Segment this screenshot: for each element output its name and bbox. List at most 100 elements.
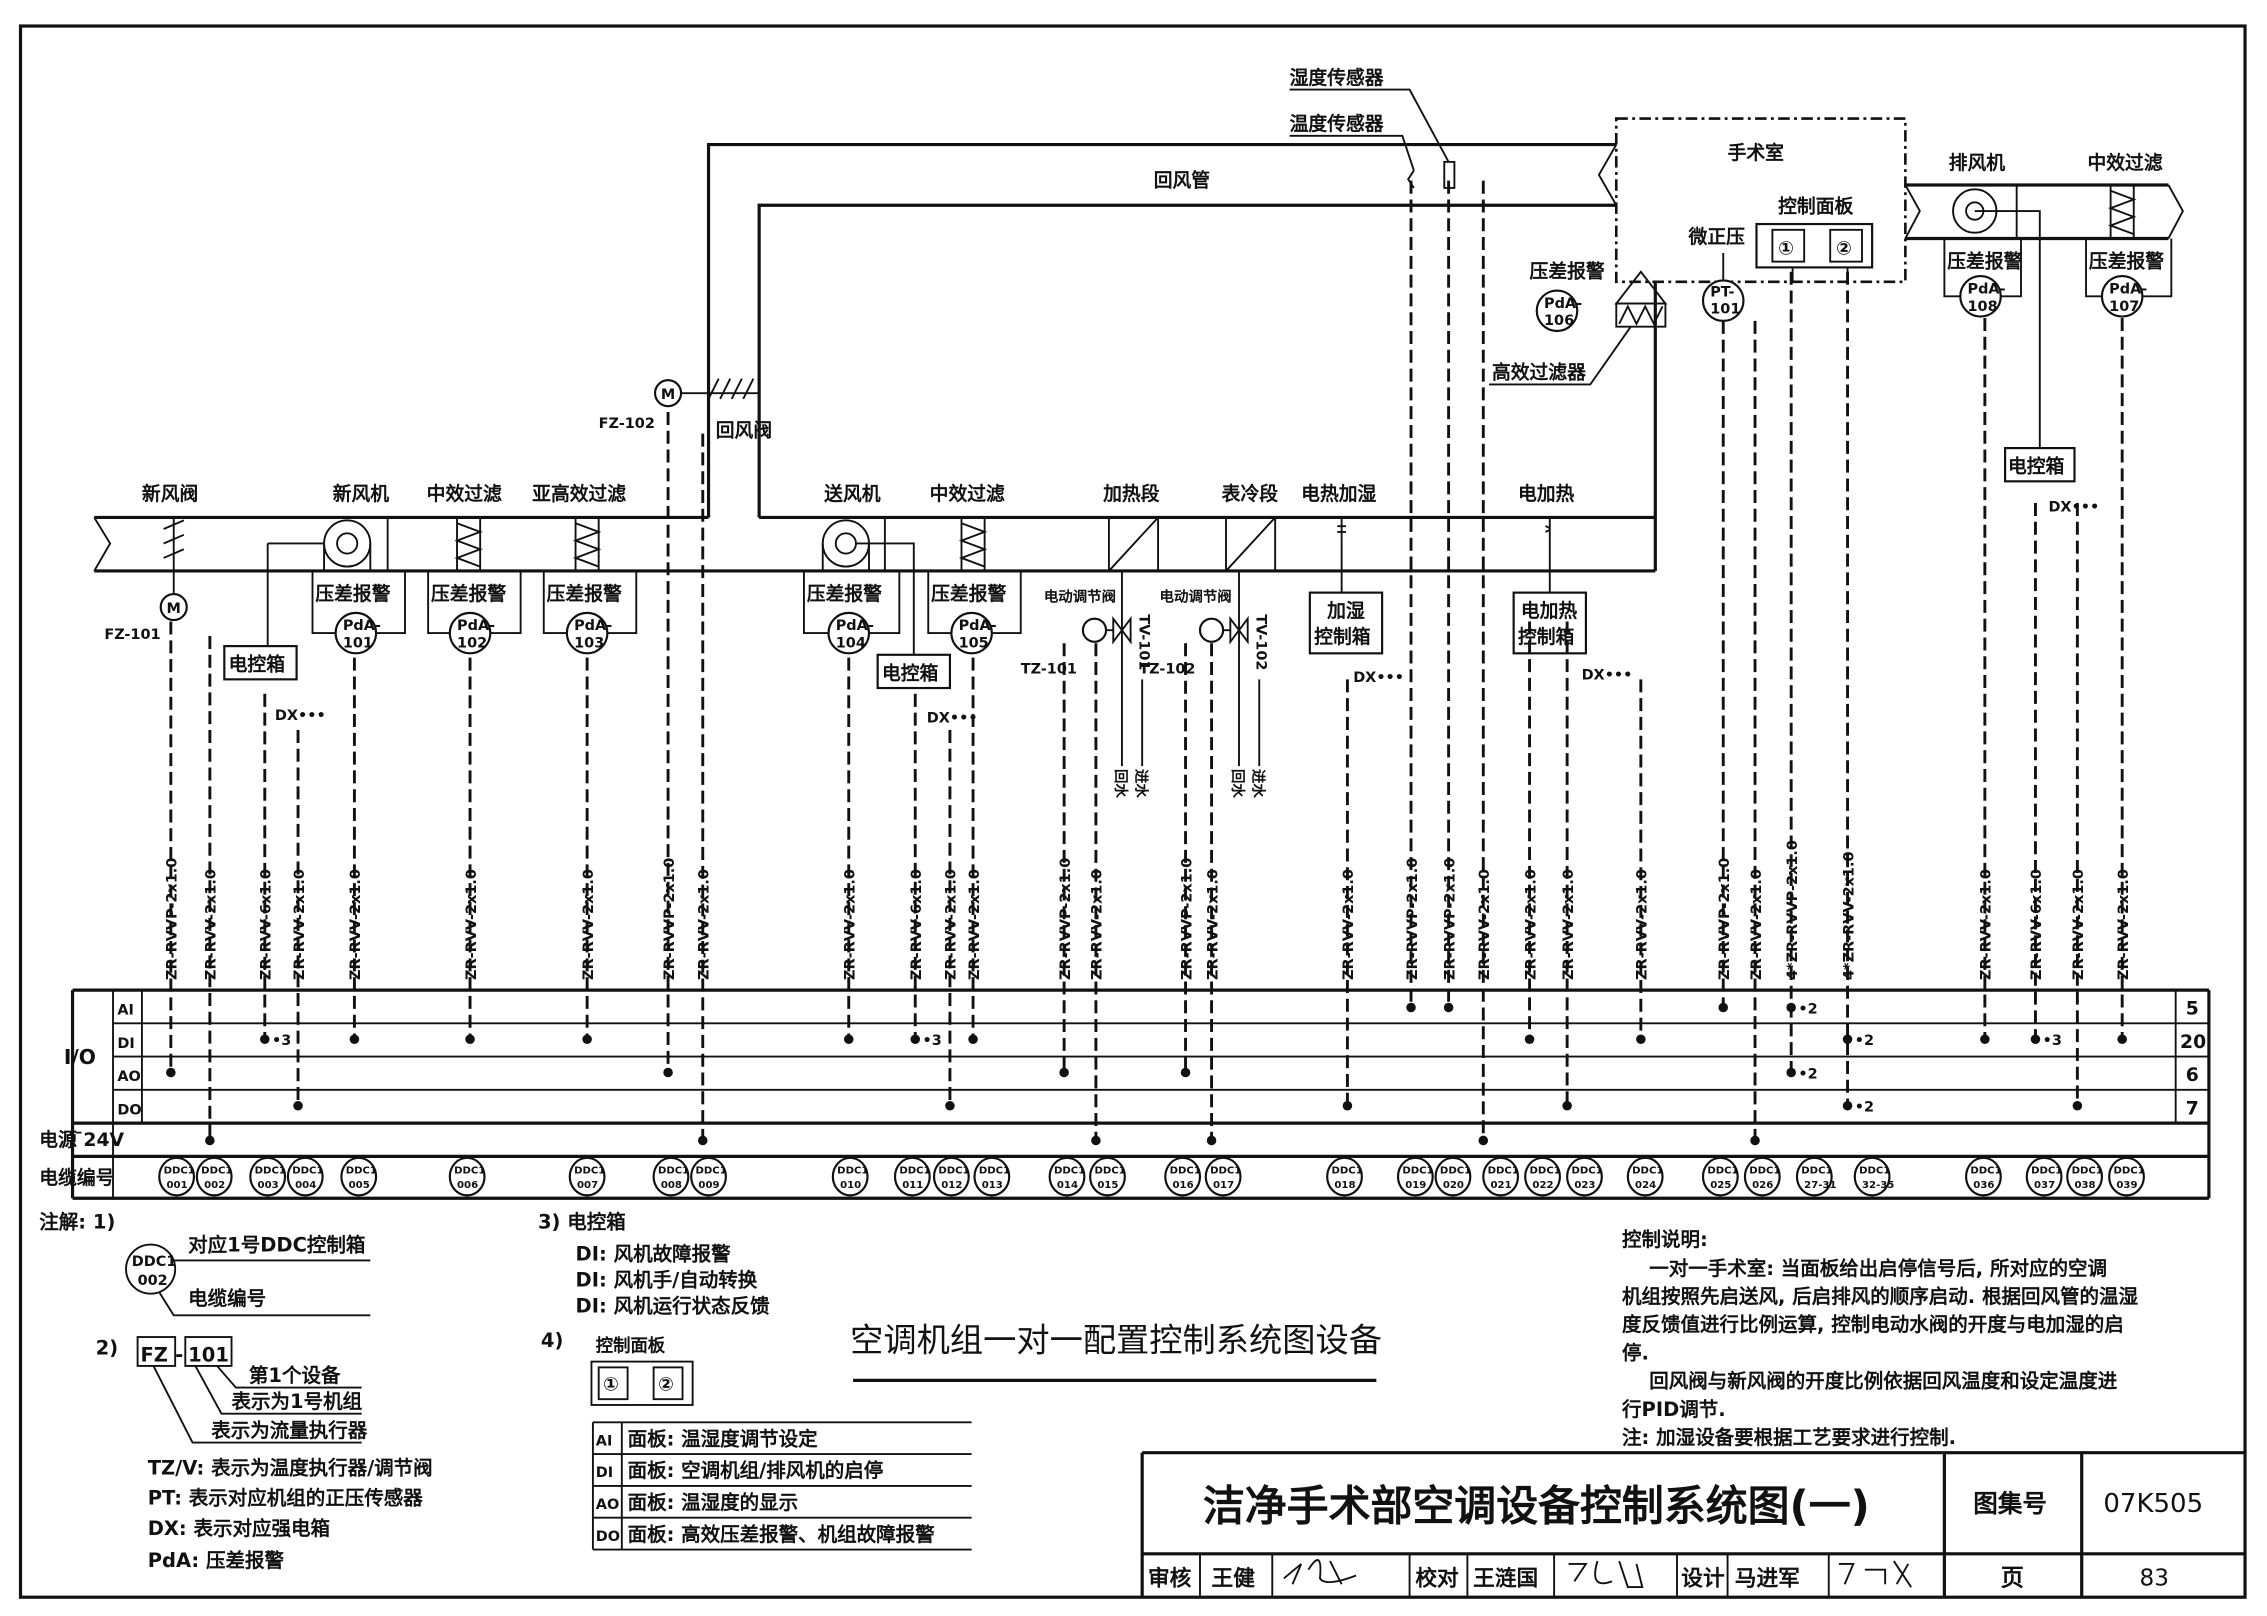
pressure-alarm-pda101 [334, 611, 378, 655]
note-pda: PdA: 压差报警 [148, 1549, 285, 1572]
cable-spec-label: ZR-RVV-2x1.0 [1749, 869, 1765, 980]
total-ao: 6 [2186, 1065, 2199, 1086]
ddc-label: DDC1 [1094, 1166, 1125, 1177]
panel-legend-text: 面板: 高效压差报警、机组故障报警 [628, 1523, 936, 1546]
ddc-cable-number [568, 1156, 606, 1197]
motor-icon-label: M [661, 387, 675, 403]
ddc-cable-number [195, 1156, 233, 1197]
heater-control-box [1512, 591, 1588, 655]
io-point-dot [1342, 1100, 1353, 1111]
cable-number: 037 [2034, 1180, 2055, 1191]
cable-number: 036 [1973, 1180, 1994, 1191]
pda-tag: PdA- [1968, 281, 2006, 297]
pt-tag-number: 101 [1710, 302, 1740, 318]
ddc-cable-number [932, 1156, 970, 1197]
total-ai: 5 [2186, 999, 2199, 1020]
drawing-title: 洁净手术部空调设备控制系统图(一) [1203, 1482, 1870, 1531]
cable-legend-meaning: 电缆编号 [188, 1287, 266, 1310]
panel-button-1: ① [1778, 238, 1794, 259]
ddc-cable-number [690, 1156, 727, 1197]
cable-number: 001 [167, 1180, 188, 1191]
ddc-label: DDC1 [2072, 1166, 2103, 1177]
control-desc-line: 注: 加湿设备要根据工艺要求进行控制. [1622, 1426, 1956, 1449]
io-point-dot [968, 1034, 978, 1045]
ddc-label: DDC1 [292, 1166, 323, 1177]
ddc-label: DDC1 [164, 1166, 195, 1177]
ddc-cable-number [1204, 1156, 1242, 1197]
pda-tag-number: 106 [1544, 313, 1574, 329]
ddc-cable-number [286, 1156, 324, 1197]
return-duct-label: 回风管 [1154, 168, 1211, 191]
ddc-cable-number [2108, 1156, 2145, 1197]
io-point-dot [1091, 1135, 1101, 1146]
motor-icon [1198, 617, 1225, 643]
ddc-cable-number [340, 1156, 378, 1197]
pda-tag: PdA- [959, 618, 997, 634]
cable-spec-label: ZR-RVV-6x1.0 [909, 869, 925, 980]
cable-number: 018 [1334, 1180, 1355, 1191]
cable-spec-label: ZR-RVVP-2x1.0 [1405, 858, 1421, 980]
total-di: 20 [2180, 1032, 2206, 1053]
fz-legend-line3: 表示为流量执行器 [210, 1419, 368, 1442]
io-point-dot [945, 1100, 955, 1111]
humidity-sensor-label: 湿度传感器 [1290, 66, 1384, 89]
io-point-dot [843, 1034, 854, 1045]
cable-spec-label: ZR-RVVP-2x1.0 [1442, 858, 1458, 980]
cable-spec-label: ZR-RVV-2x1.0 [697, 869, 713, 980]
note-dx: DX: 表示对应强电箱 [148, 1517, 330, 1540]
io-point-count: •3 [2043, 1033, 2062, 1049]
electric-box-2 [876, 653, 952, 690]
power-24v-label: 电源 ̄24V [39, 1128, 124, 1151]
cable-spec-label: ZR-RVVP-2x1.0 [1179, 858, 1195, 980]
pressure-alarm-pda104 [827, 611, 871, 655]
io-point-dot [1478, 1135, 1489, 1146]
cable-spec-label: ZR-RVV-2x1.0 [967, 869, 983, 980]
panel-legend-code: DI [596, 1465, 613, 1481]
ddc-label: DDC1 [1801, 1166, 1832, 1177]
ddc-cable-number [1089, 1156, 1126, 1197]
cable-number: 007 [577, 1180, 598, 1191]
io-point-dot [465, 1034, 475, 1045]
dx-label: DX••• [1353, 670, 1404, 686]
drawing-border [18, 24, 2247, 1599]
io-point-dot [2030, 1034, 2041, 1045]
dx-label: DX••• [1582, 667, 1633, 683]
cable-number: 021 [1491, 1180, 1512, 1191]
panel-legend-code: AO [596, 1497, 619, 1513]
temperature-sensor-label: 温度传感器 [1290, 112, 1384, 135]
humidifier-box-label: 控制箱 [1314, 625, 1371, 648]
electric-humidifier-label: 电热加湿 [1301, 482, 1376, 505]
return-damper-label: 回风阀 [716, 419, 772, 442]
pressure-alarm-pda103 [565, 611, 609, 655]
pda-tag-number: 107 [2109, 299, 2139, 315]
pda-tag: PdA- [2109, 281, 2147, 297]
cable-number: 002 [204, 1180, 225, 1191]
fz-legend: FZ [140, 1344, 167, 1367]
io-point-dot [1786, 1002, 1796, 1013]
pressure-alarm-label: 压差报警 [1530, 260, 1605, 283]
cable-spec-label: ZR-RVV-2x1.0 [1477, 869, 1493, 980]
io-point-count: •2 [1855, 1100, 1874, 1116]
legend-panel-button-1: ① [603, 1375, 619, 1396]
cable-number: 022 [1532, 1180, 1553, 1191]
ddc-label: DDC1 [696, 1166, 727, 1177]
io-point-dot [1524, 1034, 1535, 1045]
note-3-line3: DI: 风机运行状态反馈 [576, 1294, 771, 1317]
electric-box-2-label: 电控箱 [882, 661, 939, 684]
control-desc-line: 停. [1622, 1341, 1649, 1364]
fz-legend-line2: 表示为1号机组 [231, 1390, 363, 1413]
ddc-cable-number [1164, 1156, 1202, 1197]
ddc-cable-number [448, 1156, 486, 1197]
pda-tag: PdA- [343, 618, 381, 634]
supply-fan-label: 送风机 [824, 482, 881, 505]
operating-room-label: 手术室 [1728, 141, 1785, 164]
electric-box-1 [223, 645, 298, 681]
control-desc-line: 回风阀与新风阀的开度比例依据回风温度和设定温度进 [1622, 1370, 2118, 1393]
note-2-number: 2) [96, 1336, 118, 1359]
dx-label: DX••• [927, 711, 978, 727]
cable-number: 024 [1635, 1180, 1656, 1191]
